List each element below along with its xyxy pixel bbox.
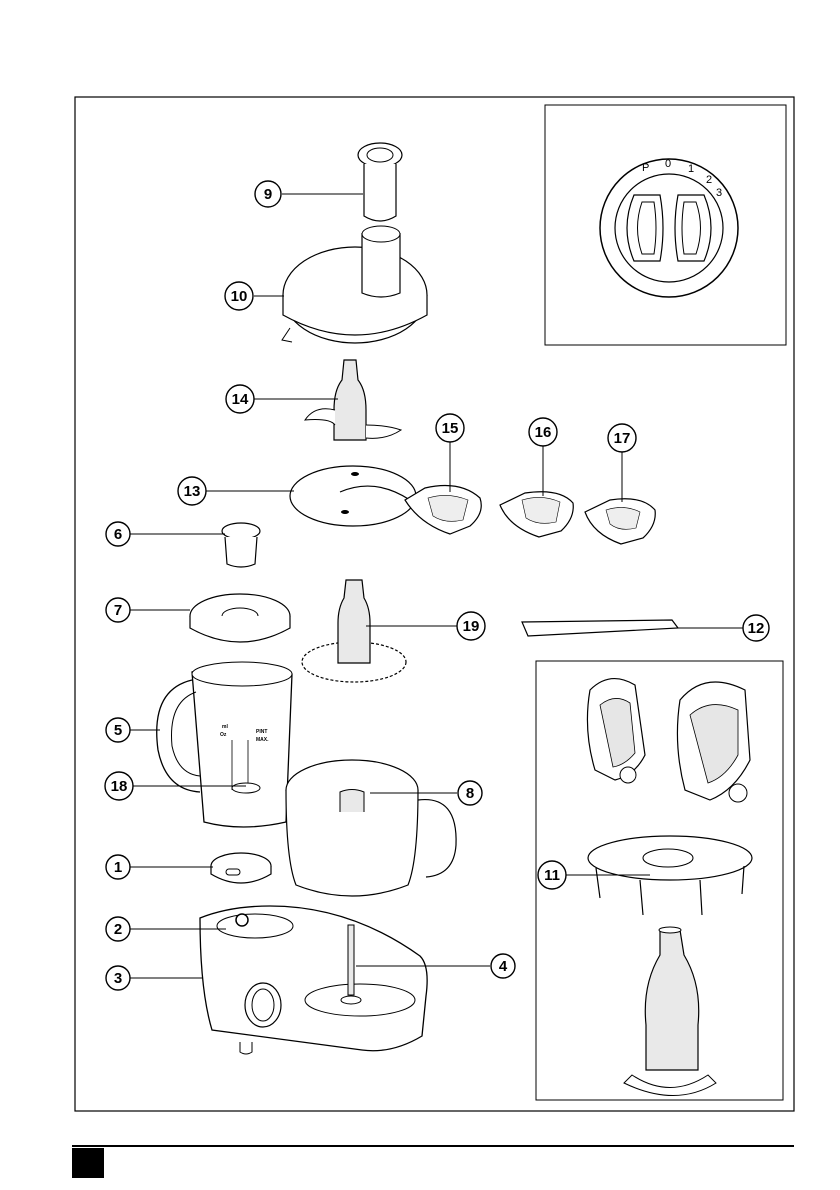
part-insert-medium: [500, 492, 573, 537]
jug-scale-pint: PINT: [256, 729, 267, 735]
callout-13-text: 13: [184, 483, 201, 500]
callout-1-text: 1: [114, 859, 122, 876]
callout-19-text: 19: [463, 618, 480, 635]
dial-label-0: 0: [665, 158, 671, 170]
callout-4-text: 4: [499, 958, 508, 975]
callout-3-text: 3: [114, 970, 122, 987]
callout-2-text: 2: [114, 921, 122, 938]
callout-17-text: 17: [614, 430, 631, 447]
callout-7-text: 7: [114, 602, 122, 619]
callout-18-text: 18: [111, 778, 128, 795]
callout-6: 6: [106, 522, 130, 546]
part-chopping-blade: [305, 360, 401, 440]
callout-10: 10: [225, 282, 253, 310]
callout-8: 8: [458, 781, 482, 805]
part-measuring-cup: [222, 523, 260, 567]
callout-15: 15: [436, 414, 464, 442]
callout-16: 16: [529, 418, 557, 446]
part-motor-base: [200, 906, 427, 1054]
disc-holder-inset: [536, 661, 783, 1100]
part-insert-coarse: [585, 499, 655, 544]
dial-label-1: 1: [688, 163, 694, 175]
dial-label-p: P: [642, 162, 649, 174]
part-processor-bowl: [286, 760, 456, 896]
callout-7: 7: [106, 598, 130, 622]
callout-12: 12: [743, 615, 769, 641]
callout-5: 5: [106, 718, 130, 742]
dial-detail-inset: P 0 1 2 3: [545, 105, 786, 345]
part-emulsifying-disc: [302, 580, 406, 682]
callout-2: 2: [106, 917, 130, 941]
callout-19: 19: [457, 612, 485, 640]
callout-11: 11: [538, 861, 566, 889]
callout-14-text: 14: [232, 391, 249, 408]
callout-3: 3: [106, 966, 130, 990]
part-processor-lid: [282, 226, 427, 343]
callout-17: 17: [608, 424, 636, 452]
callout-15-text: 15: [442, 420, 459, 437]
callout-9: 9: [255, 181, 281, 207]
jug-scale-oz: Oz: [220, 732, 227, 738]
callout-14: 14: [226, 385, 254, 413]
dial-label-3: 3: [716, 187, 722, 199]
part-drive-cover: [211, 853, 271, 883]
dial-label-2: 2: [706, 174, 712, 186]
part-blender-lid: [190, 594, 290, 642]
part-blender-jug: ml Oz PINT MAX.: [157, 662, 292, 827]
callout-1: 1: [106, 855, 130, 879]
callout-10-text: 10: [231, 288, 248, 305]
jug-scale-max: MAX.: [256, 737, 269, 743]
callout-12-text: 12: [748, 620, 765, 637]
callout-6-text: 6: [114, 526, 122, 543]
part-insert-fine: [405, 486, 481, 534]
part-spatula: [522, 620, 678, 636]
callout-16-text: 16: [535, 424, 552, 441]
part-slicing-disc: [290, 466, 416, 526]
callout-5-text: 5: [114, 722, 122, 739]
callout-4: 4: [491, 954, 515, 978]
callout-18: 18: [105, 772, 133, 800]
part-pusher: [358, 143, 402, 221]
callout-11-text: 11: [544, 867, 560, 884]
callout-8-text: 8: [466, 785, 474, 802]
callout-9-text: 9: [264, 186, 272, 203]
jug-scale-ml: ml: [222, 724, 228, 730]
callout-13: 13: [178, 477, 206, 505]
